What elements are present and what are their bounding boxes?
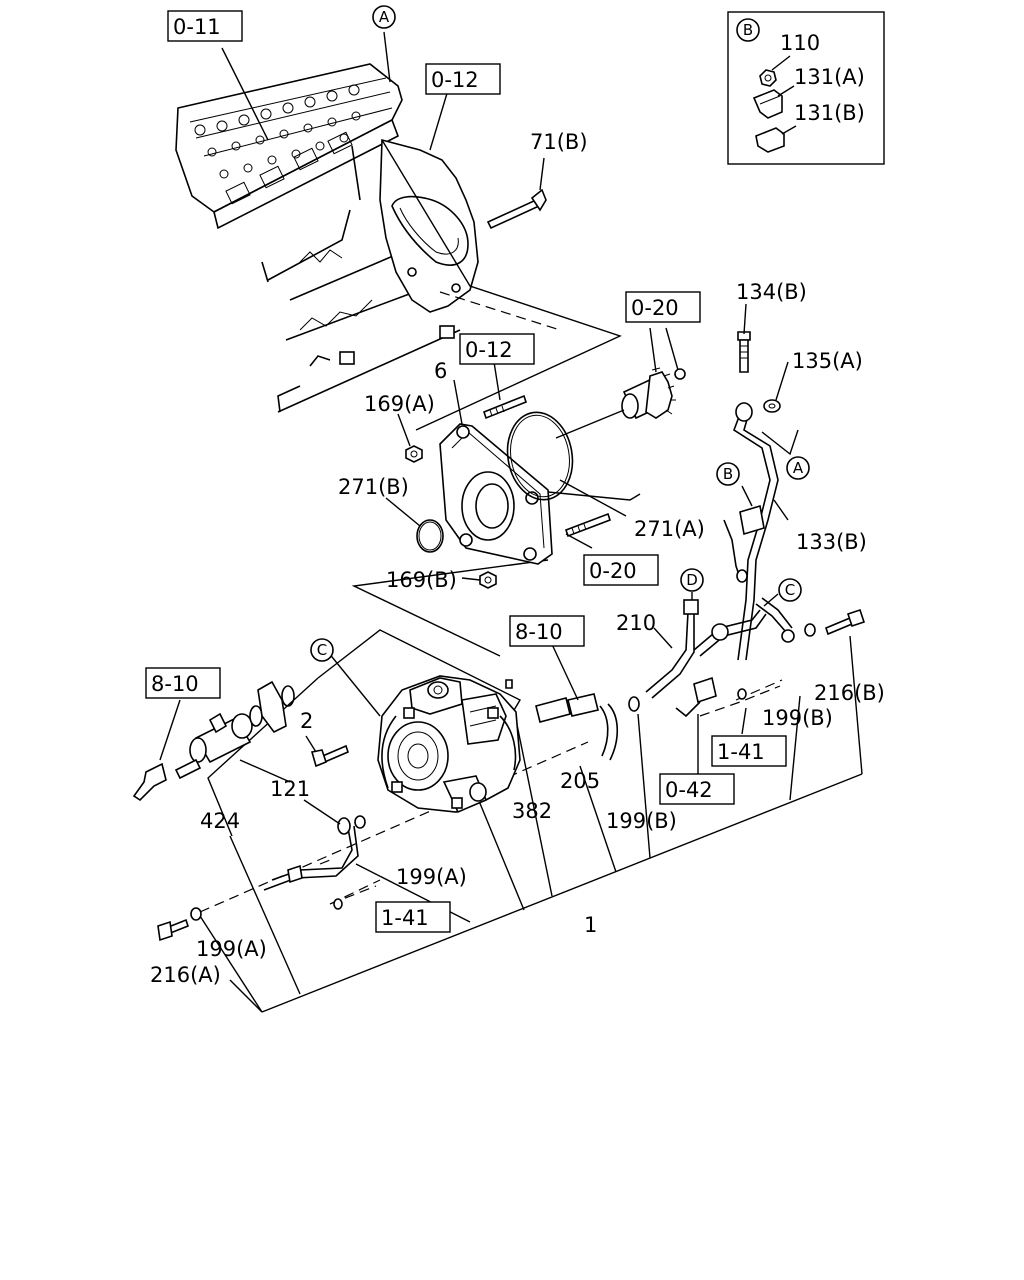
part-label-199a-left: 199(A) xyxy=(196,937,267,961)
ref-box-0-20-top: 0-20 xyxy=(631,296,679,320)
ref-box-8-10-mid: 8-10 xyxy=(515,620,563,644)
cover-plate xyxy=(416,411,574,565)
ref-box-1-41-right: 1-41 xyxy=(717,740,765,764)
part-label-131a: 131(A) xyxy=(794,65,865,89)
ref-box-0-12-mid: 0-12 xyxy=(465,338,513,362)
engine-block-drawing xyxy=(175,63,479,413)
part-label-199a-mid: 199(A) xyxy=(396,865,467,889)
ref-box-0-11: 0-11 xyxy=(173,15,221,39)
marker-b-right: B xyxy=(723,465,733,483)
reference-boxes: 0-11 0-12 0-20 0-12 0-20 8-10 8-10 1-41 … xyxy=(145,10,787,933)
part-label-210: 210 xyxy=(616,611,656,635)
part-label-6: 6 xyxy=(434,359,447,383)
part-label-382: 382 xyxy=(512,799,552,823)
marker-a-right: A xyxy=(793,459,804,477)
part-label-71b: 71(B) xyxy=(530,130,588,154)
part-label-2: 2 xyxy=(300,709,313,733)
ref-box-1-41-left: 1-41 xyxy=(381,906,429,930)
part-label-271b: 271(B) xyxy=(338,475,409,499)
circle-markers: A A B D C C xyxy=(310,5,810,662)
fuel-injection-pump xyxy=(377,675,521,814)
part-label-1: 1 xyxy=(584,913,597,937)
suction-control-valve xyxy=(132,680,295,802)
part-label-216a: 216(A) xyxy=(150,963,221,987)
part-label-169a: 169(A) xyxy=(364,392,435,416)
part-label-135a: 135(A) xyxy=(792,349,863,373)
detail-b-letter: B xyxy=(743,21,753,39)
marker-c-right: C xyxy=(785,581,795,599)
part-label-110: 110 xyxy=(780,31,820,55)
ref-box-0-12-top: 0-12 xyxy=(431,68,479,92)
marker-d-right: D xyxy=(686,571,698,589)
part-number-labels: 71(B) 134(B) 135(A) 6 169(A) 271(B) 271(… xyxy=(150,130,885,987)
ref-box-8-10-left: 8-10 xyxy=(151,672,199,696)
pipes-sensors xyxy=(263,402,795,910)
part-label-169b: 169(B) xyxy=(386,568,457,592)
part-label-199b-mid: 199(B) xyxy=(606,809,677,833)
part-label-271a: 271(A) xyxy=(634,517,705,541)
part-label-133b: 133(B) xyxy=(796,530,867,554)
part-label-131b: 131(B) xyxy=(794,101,865,125)
part-label-216b: 216(B) xyxy=(814,681,885,705)
part-label-134b: 134(B) xyxy=(736,280,807,304)
label-leaders xyxy=(159,31,799,825)
detail-b-inset: B 110 131(A) 131(B) xyxy=(727,11,885,165)
detail-b-marker xyxy=(736,18,760,42)
marker-c-left: C xyxy=(317,641,327,659)
marker-a-top: A xyxy=(379,8,390,26)
part-label-199b-right: 199(B) xyxy=(762,706,833,730)
pump-gear xyxy=(555,367,686,439)
part-label-205: 205 xyxy=(560,769,600,793)
part-label-121: 121 xyxy=(270,777,310,801)
ref-box-0-20-bottom: 0-20 xyxy=(589,559,637,583)
studs-bolts xyxy=(157,188,866,942)
assembly-leader-lines xyxy=(199,139,863,1013)
part-label-424: 424 xyxy=(200,809,240,833)
ref-box-0-42: 0-42 xyxy=(665,778,713,802)
